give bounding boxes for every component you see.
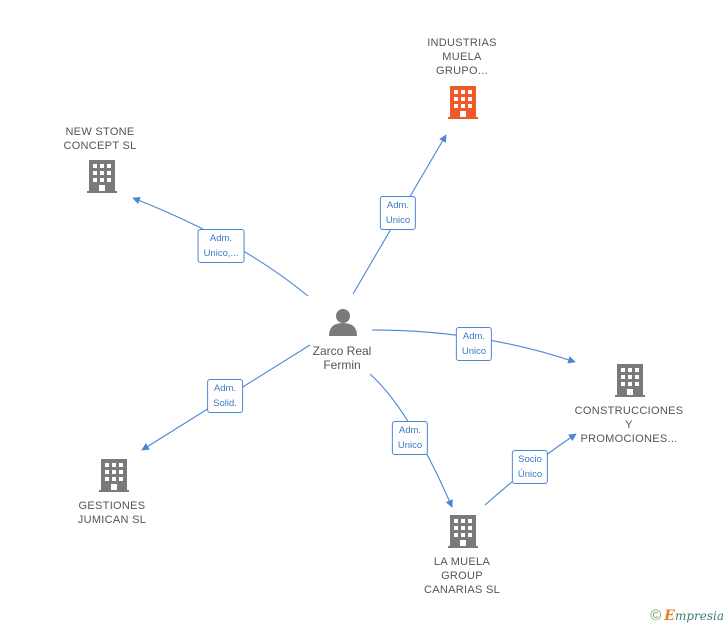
edge-label-to-lamuela: Adm. Unico [391, 421, 429, 455]
footer-brand: © Empresia [650, 607, 724, 624]
node-label-newstone[interactable]: NEW STONE CONCEPT SL [63, 126, 137, 152]
edge-label-to-construcciones: Adm. Unico [455, 327, 493, 361]
node-label-industrias[interactable]: INDUSTRIAS MUELA GRUPO... [427, 37, 497, 77]
building-icon[interactable] [615, 364, 645, 397]
edge-label-lamuela-to-construcciones: Socio Único [511, 450, 549, 484]
copyright-icon: © [650, 607, 662, 624]
node-label-construcciones[interactable]: CONSTRUCCIONES Y PROMOCIONES... [574, 405, 684, 445]
person-icon[interactable] [329, 309, 357, 336]
edge-label-to-industrias: Adm. Unico [379, 196, 417, 230]
edge-label-to-gestiones: Adm. Solid. [207, 379, 243, 413]
building-icon[interactable] [87, 160, 117, 193]
edge-group [132, 134, 577, 508]
edge-label-to-newstone: Adm. Unico,... [197, 229, 245, 263]
building-icon[interactable] [448, 515, 478, 548]
node-label-lamuela[interactable]: LA MUELA GROUP CANARIAS SL [423, 556, 501, 596]
node-label-center[interactable]: Zarco Real Fermin [312, 344, 372, 372]
brand-logo: Empresia [664, 607, 724, 624]
building-icon[interactable] [99, 459, 129, 492]
node-label-gestiones[interactable]: GESTIONES JUMICAN SL [77, 500, 147, 526]
building-icon[interactable] [448, 86, 478, 119]
